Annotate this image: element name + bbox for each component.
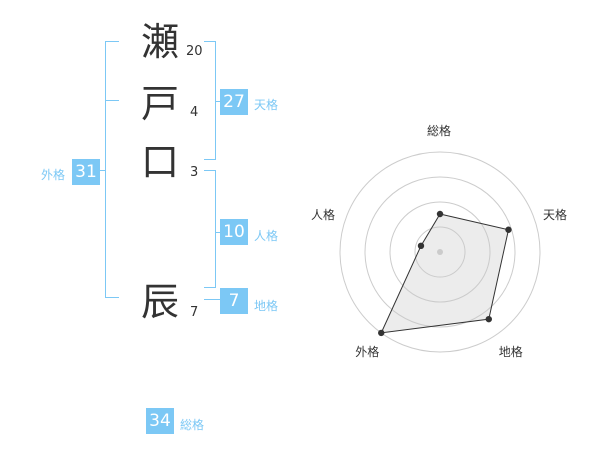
radar-point-1 bbox=[505, 226, 512, 233]
jinkaku-value: 10 bbox=[220, 219, 248, 245]
stroke-count-3: 3 bbox=[190, 165, 199, 180]
name-char-2: 戸 bbox=[140, 82, 179, 126]
soukaku-label: 総格 bbox=[180, 418, 205, 432]
jinkaku-label: 人格 bbox=[254, 229, 279, 243]
chikaku-label: 地格 bbox=[254, 299, 279, 313]
radar-axis-label-2: 地格 bbox=[498, 344, 523, 359]
soukaku-value: 34 bbox=[146, 408, 174, 434]
name-char-4: 辰 bbox=[140, 280, 179, 324]
chikaku-connector bbox=[204, 299, 222, 300]
gaikaku-bracket bbox=[105, 41, 119, 298]
jinkaku-bracket-tick bbox=[216, 232, 222, 233]
stroke-count-4: 7 bbox=[190, 305, 199, 320]
radar-axis-label-4: 人格 bbox=[310, 208, 335, 223]
radar-point-4 bbox=[417, 242, 425, 250]
radar-point-3 bbox=[378, 329, 385, 337]
radar-ring-1 bbox=[414, 226, 466, 278]
gaikaku-bracket-midline bbox=[105, 100, 119, 101]
tenkaku-label: 天格 bbox=[254, 98, 279, 112]
stroke-count-1: 20 bbox=[186, 44, 203, 59]
radar-ring-2 bbox=[389, 201, 491, 303]
radar-data-polygon bbox=[380, 213, 510, 334]
stroke-count-2: 4 bbox=[190, 105, 199, 120]
chikaku-value: 7 bbox=[220, 288, 248, 314]
radar-axis-label-3: 外格 bbox=[355, 344, 380, 359]
radar-ring-3 bbox=[364, 176, 516, 328]
radar-ring-4 bbox=[339, 151, 541, 353]
tenkaku-bracket-tick bbox=[216, 101, 222, 102]
gaikaku-bracket-tick bbox=[98, 170, 106, 171]
radar-point-0 bbox=[436, 210, 444, 218]
radar-axis-label-1: 天格 bbox=[543, 208, 568, 223]
gaikaku-value: 31 bbox=[72, 159, 100, 185]
name-char-3: 口 bbox=[140, 140, 179, 184]
radar-point-2 bbox=[485, 315, 492, 323]
tenkaku-value: 27 bbox=[220, 89, 248, 115]
name-char-1: 瀬 bbox=[140, 20, 179, 64]
radar-center-dot bbox=[437, 249, 443, 255]
tenkaku-bracket bbox=[204, 41, 216, 160]
radar-axis-label-0: 総格 bbox=[427, 124, 452, 138]
gaikaku-label: 外格 bbox=[41, 168, 66, 182]
jinkaku-bracket bbox=[204, 170, 216, 288]
